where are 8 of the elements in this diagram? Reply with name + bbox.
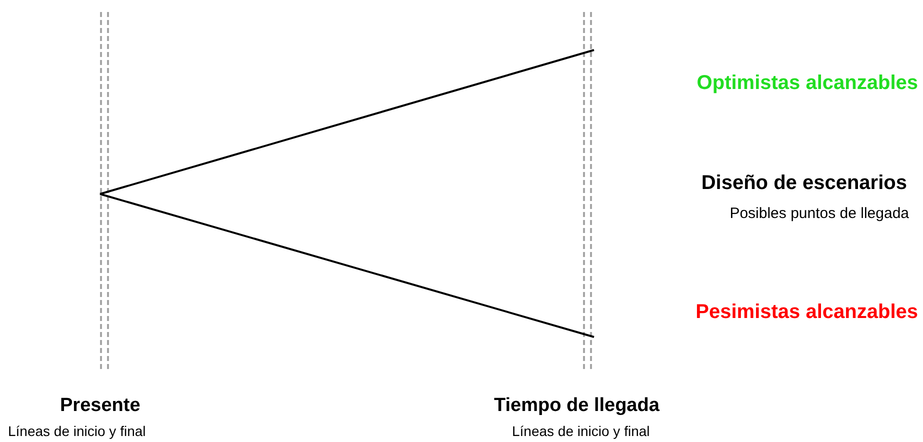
axis-note: Líneas de inicio y final: [8, 422, 146, 441]
axis-note: Líneas de inicio y final: [512, 422, 650, 441]
subheading: Posibles puntos de llegada: [730, 204, 909, 224]
scenario-label: Pesimistas alcanzables: [696, 300, 918, 325]
axis-label: Tiempo de llegada: [494, 394, 660, 418]
axis-label: Presente: [60, 394, 140, 418]
heading: Diseño de escenarios: [701, 171, 907, 196]
scenario-label: Optimistas alcanzables: [696, 71, 918, 96]
